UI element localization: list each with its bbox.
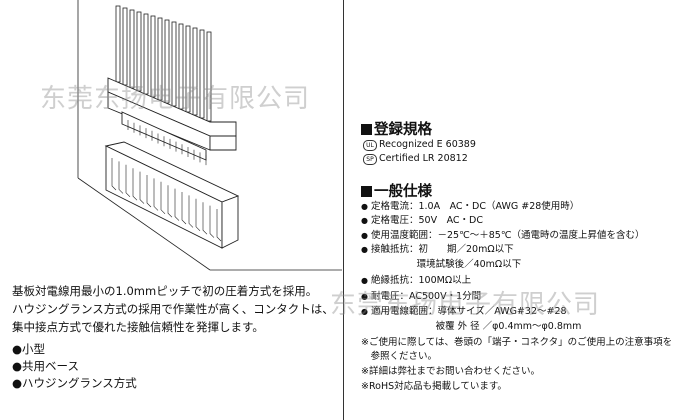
bullet-icon: ● <box>361 307 368 316</box>
receptacle-pin <box>174 188 180 221</box>
spec-text: 被覆 外 径 ／φ0.4mm～φ0.8mm <box>369 321 582 332</box>
feature-item: ●共用ベース <box>12 359 79 373</box>
note-line: ※ご使用に際しては、巻頭の「端子・コネクタ」のご使用上の注意事項を <box>361 337 673 348</box>
specs-heading-text: 一般仕様 <box>374 184 432 200</box>
receptacle-pin <box>125 164 131 198</box>
receptacle-pin <box>139 171 145 204</box>
spec-text: 接触抵抗：初 期／20mΩ以下 <box>370 244 514 255</box>
note-line: 参照ください。 <box>361 351 438 362</box>
spec-item: ●接触抵抗：初 期／20mΩ以下 <box>361 241 514 255</box>
watermark-text: 东莞东扬电子有限公司 <box>330 290 601 320</box>
receptacle-pin <box>195 198 201 232</box>
spec-item: ●定格電圧：50V AC・DC <box>361 212 483 226</box>
spec-item: 被覆 外 径 ／φ0.4mm～φ0.8mm <box>361 318 582 332</box>
connector-illustration <box>77 0 342 271</box>
description-line: ハウジングランス方式の採用で作業性が高く、コンタクトは、 <box>12 302 334 316</box>
spec-text: 適用電線範囲：導体サイズ／AWG#32～#28 <box>370 306 567 317</box>
bullet-icon: ● <box>361 245 368 254</box>
bullet-icon: ● <box>361 276 368 285</box>
csa-text: Certified LR 20812 <box>379 153 468 164</box>
receptacle-pin <box>202 202 208 235</box>
square-bullet-icon <box>361 186 372 197</box>
receptacle-pin <box>160 181 166 215</box>
spec-item: ●使用温度範囲：－25℃～＋85℃（通電時の温度上昇値を含む） <box>361 227 645 241</box>
bullet-icon: ● <box>361 216 368 225</box>
watermark-text: 东莞东扬电子有限公司 <box>40 84 311 114</box>
specs-heading: 一般仕様 <box>361 180 432 201</box>
spec-item: ●定格電流：1.0A AC・DC（AWG #28使用時） <box>361 198 579 212</box>
column-divider <box>343 0 344 420</box>
receptacle-pin <box>153 178 159 211</box>
standards-heading: 登録規格 <box>361 118 432 139</box>
spec-item: ●耐電圧：AC500V・1分間 <box>361 288 481 302</box>
note-line: ※詳細は弊社までお問い合わせください。 <box>361 366 540 377</box>
bullet-icon: ● <box>361 231 368 240</box>
bullet-icon: ● <box>361 202 368 211</box>
spec-text: 使用温度範囲：－25℃～＋85℃（通電時の温度上昇値を含む） <box>370 230 645 241</box>
feature-item: ●ハウジングランス方式 <box>12 376 137 390</box>
product-description: 基板対電線用最小の1.0mmピッチで初の圧着方式を採用。 ハウジングランス方式の… <box>12 282 340 336</box>
bullet-icon <box>361 260 366 269</box>
spec-item: ●適用電線範囲：導体サイズ／AWG#32～#28 <box>361 303 567 317</box>
receptacle-pin <box>118 161 124 194</box>
spec-item: 環境試験後／40mΩ以下 <box>361 256 522 270</box>
contact-pin <box>199 29 205 119</box>
spec-item: ●絶縁抵抗：100MΩ以上 <box>361 272 471 286</box>
description-line: 基板対電線用最小の1.0mmピッチで初の圧着方式を採用。 <box>12 284 318 298</box>
spec-text: 環境試験後／40mΩ以下 <box>369 259 522 270</box>
bullet-icon: ● <box>361 292 368 301</box>
square-bullet-icon <box>361 124 372 135</box>
receptacle-pin <box>167 185 173 218</box>
contact-pin <box>192 27 198 116</box>
feature-item: ●小型 <box>12 342 46 356</box>
note-line: ※RoHS対応品も掲載しています。 <box>361 381 507 392</box>
contact-pin <box>129 9 135 89</box>
standards-heading-text: 登録規格 <box>374 122 432 138</box>
contact-pin <box>122 7 128 86</box>
bullet-icon <box>361 322 366 331</box>
ul-logo-icon: UL <box>363 140 377 151</box>
receptacle-pin <box>111 158 117 191</box>
spec-text: 定格電流：1.0A AC・DC（AWG #28使用時） <box>370 201 580 212</box>
ul-text: Recognized E 60389 <box>379 139 476 150</box>
receptacle-pin <box>209 205 215 238</box>
spec-text: 耐電圧：AC500V・1分間 <box>370 291 482 302</box>
contact-pin <box>206 31 212 122</box>
contact-pin <box>185 25 191 113</box>
contact-pin <box>115 5 121 83</box>
description-line: 集中接点方式で優れた接触信頼性を発揮します。 <box>12 320 264 334</box>
contact-pin <box>178 23 184 110</box>
receptacle-pin <box>132 168 138 201</box>
spec-text: 絶縁抵抗：100MΩ以上 <box>370 275 472 286</box>
csa-logo-icon: SP <box>363 154 377 165</box>
receptacle-pin <box>181 192 187 225</box>
feature-list: ●小型 ●共用ベース ●ハウジングランス方式 <box>12 341 137 392</box>
receptacle-pin <box>146 175 152 208</box>
receptacle-pin <box>216 209 222 242</box>
receptacle-pin <box>188 195 194 228</box>
spec-text: 定格電圧：50V AC・DC <box>370 215 483 226</box>
